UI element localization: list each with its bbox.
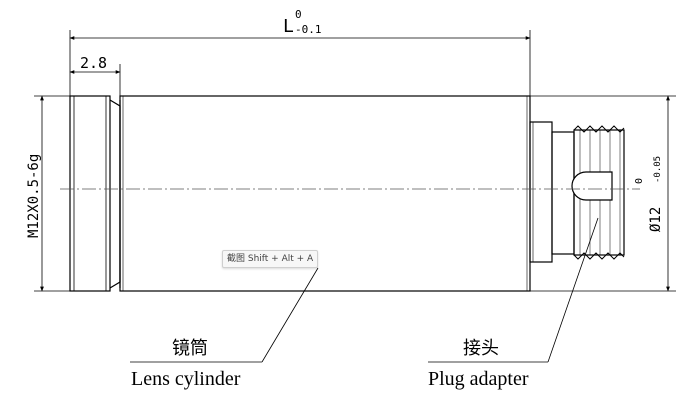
length-lower-tol: -0.1 — [295, 23, 322, 36]
thread-spec: M12X0.5-6g — [26, 154, 42, 238]
screenshot-shortcut-tooltip: 截图 Shift + Alt + A — [222, 250, 319, 268]
plug-adapter-body — [529, 121, 625, 263]
lens-cylinder-leader — [130, 267, 319, 363]
diameter-lower-tol: -0.05 — [653, 156, 663, 183]
diameter-value: Ø12 — [648, 207, 664, 232]
thread-dimension — [34, 95, 70, 292]
length-upper-tol: 0 — [295, 8, 302, 21]
diameter-dimension — [530, 95, 676, 292]
plug-adapter-label-zh: 接头 — [463, 338, 499, 358]
plug-adapter-leader — [428, 217, 599, 363]
length-dimension — [69, 30, 531, 96]
lens-cylinder-label-zh: 镜筒 — [172, 338, 208, 358]
length-symbol: L — [283, 16, 294, 37]
flange-width-dimension — [69, 64, 121, 96]
diameter-upper-tol: 0 — [634, 178, 645, 184]
plug-adapter-label-en: Plug adapter — [428, 368, 529, 390]
lens-cylinder-label-en: Lens cylinder — [131, 368, 241, 390]
flange-width-value: 2.8 — [80, 54, 107, 72]
